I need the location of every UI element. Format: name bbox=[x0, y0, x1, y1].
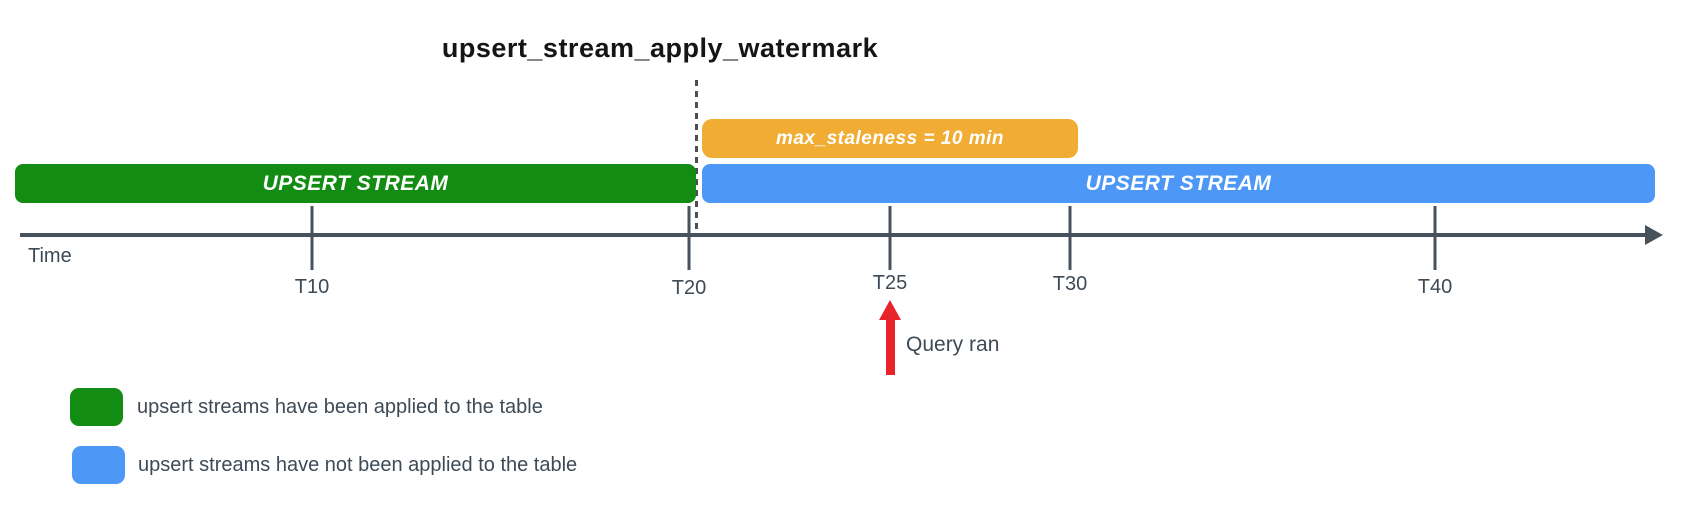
tick-t30 bbox=[1068, 206, 1072, 270]
legend-label-not-applied: upsert streams have not been applied to … bbox=[138, 453, 578, 476]
staleness-window-label: max_staleness = 10 min bbox=[775, 127, 1005, 149]
tick-t40 bbox=[1433, 206, 1437, 270]
query-ran-arrow-icon bbox=[879, 300, 901, 320]
tick-label-t10: T10 bbox=[294, 276, 330, 298]
time-axis-label: Time bbox=[28, 245, 72, 267]
legend-label-applied: upsert streams have been applied to the … bbox=[137, 395, 543, 418]
diagram-title: upsert_stream_apply_watermark bbox=[441, 33, 879, 63]
tick-label-t30: T30 bbox=[1052, 273, 1088, 295]
pending-upsert-stream-bar: UPSERT STREAM bbox=[702, 164, 1655, 203]
tick-label-t25: T25 bbox=[872, 272, 908, 294]
tick-t25 bbox=[888, 206, 892, 270]
query-ran-arrow-shaft bbox=[886, 318, 895, 375]
applied-upsert-stream-bar: UPSERT STREAM bbox=[15, 164, 696, 203]
tick-t10 bbox=[310, 206, 314, 270]
tick-t20 bbox=[687, 206, 691, 270]
legend-swatch-not-applied bbox=[72, 446, 125, 484]
legend-swatch-applied bbox=[70, 388, 123, 426]
tick-label-t40: T40 bbox=[1417, 276, 1453, 298]
applied-upsert-stream-label: UPSERT STREAM bbox=[262, 171, 449, 195]
query-ran-label: Query ran bbox=[906, 333, 1000, 356]
time-axis-line bbox=[20, 233, 1647, 237]
pending-upsert-stream-label: UPSERT STREAM bbox=[1085, 171, 1272, 195]
time-axis-arrowhead-icon bbox=[1645, 225, 1663, 245]
tick-label-t20: T20 bbox=[671, 277, 707, 299]
watermark-dashed-line bbox=[695, 80, 698, 235]
staleness-window-bar: max_staleness = 10 min bbox=[702, 119, 1078, 158]
